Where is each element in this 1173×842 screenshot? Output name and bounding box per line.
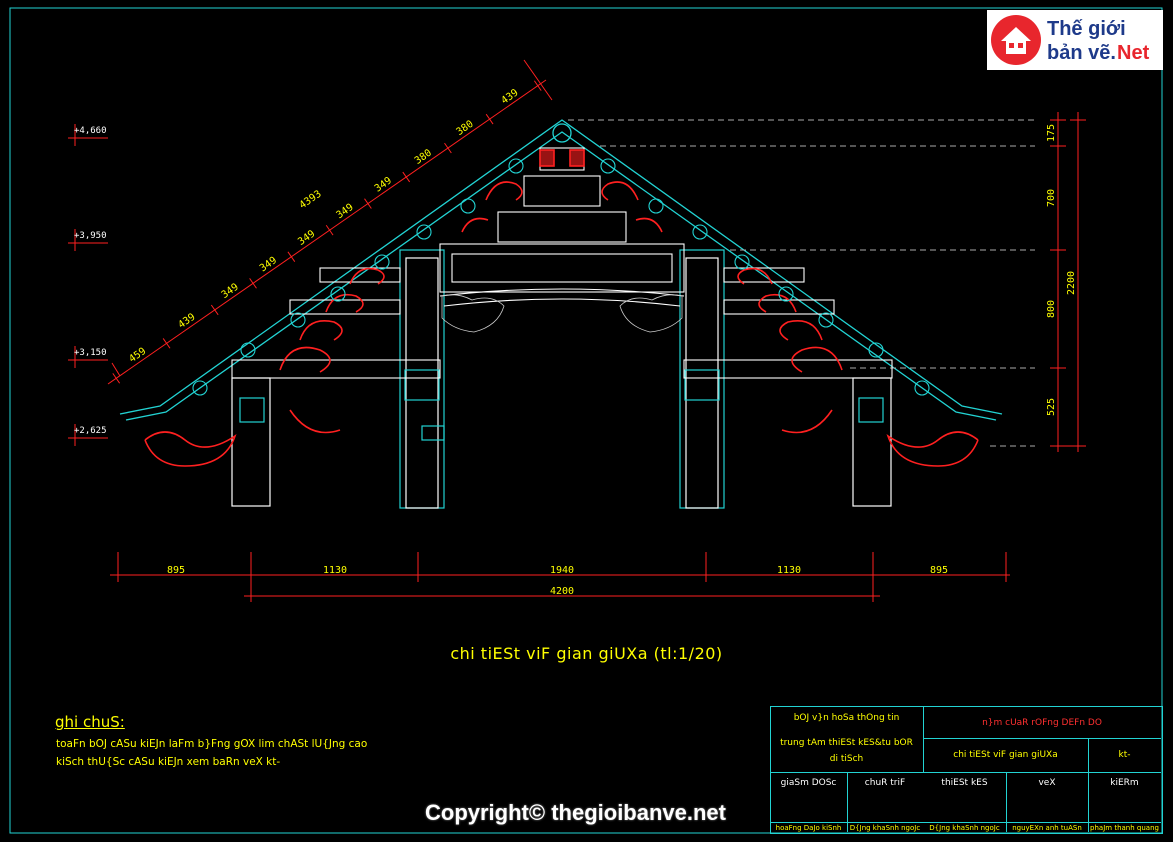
rafter-dimension xyxy=(107,59,553,385)
rafter-tick xyxy=(444,142,452,154)
dim-vert-4: 525 xyxy=(1046,398,1057,416)
rafter-tick xyxy=(402,171,411,183)
rafter-dim-label: 380 xyxy=(413,148,434,167)
rafter-dim-label: 459 xyxy=(127,346,148,365)
brand-logo: Thế giới bản vẽ. Net xyxy=(987,10,1163,70)
carvings xyxy=(144,149,979,467)
tb-sheet-name: chi tiESt viF gian giUXa xyxy=(953,750,1058,760)
roof-outline xyxy=(119,119,1003,421)
level-label-2: +3,950 xyxy=(74,231,107,241)
tb-n-draw: nguyEXn anh tuASn xyxy=(1012,824,1082,832)
rafter-tick xyxy=(485,113,494,125)
tb-h-check: kiERm xyxy=(1110,778,1139,788)
rafter-dim-label: 439 xyxy=(499,87,520,106)
bracket-carvings xyxy=(441,294,683,333)
logo-text-3: Net xyxy=(1117,42,1150,64)
tb-n-lead: D{Jng khaSnh ngoJc xyxy=(849,824,921,832)
house-icon xyxy=(991,15,1041,65)
tb-h-draw: veX xyxy=(1038,778,1056,788)
rafter-tick xyxy=(112,373,121,384)
logo-text-1: Thế giới xyxy=(1047,18,1126,40)
dim-vert-3: 800 xyxy=(1046,300,1057,318)
purlins xyxy=(192,158,930,396)
dim-bottom-2: 1130 xyxy=(323,565,347,576)
tb-h-lead: chuR triF xyxy=(864,778,906,788)
logo-text-2: bản vẽ. xyxy=(1047,42,1116,64)
notes-heading: ghi chuS: xyxy=(55,713,125,731)
dim-vert-total: 2200 xyxy=(1066,271,1077,295)
rafter-tick xyxy=(287,251,296,262)
dim-bottom-4: 1130 xyxy=(777,565,801,576)
level-guides xyxy=(568,119,1035,447)
rafter-dim-label: 349 xyxy=(335,202,356,221)
truss-beams xyxy=(231,147,893,379)
rafter-labels: 459 439 349 349 349 349 349 380 380 439 xyxy=(127,87,520,365)
rafter-tick xyxy=(210,304,219,316)
posts xyxy=(231,249,892,509)
dim-rafter-total: 4393 xyxy=(298,189,324,212)
dim-bottom-3: 1940 xyxy=(550,565,574,576)
rafter-tick xyxy=(364,198,372,209)
tb-h-design: thiESt kES xyxy=(941,778,988,788)
level-label-4: +2,625 xyxy=(74,426,107,436)
rafter-dim-label: 439 xyxy=(176,312,197,331)
tb-n-check: phaJm thanh quang xyxy=(1090,824,1159,832)
note-line-1: toaFn bOJ cASu kiEJn laFm b}Fng gOX lim … xyxy=(56,738,368,750)
rafter-dim-label: 349 xyxy=(220,282,241,301)
level-label-1: +4,660 xyxy=(74,126,107,136)
rafter-tick xyxy=(162,338,171,349)
rafter-tick xyxy=(533,80,542,91)
dim-bottom-5: 895 xyxy=(930,565,948,576)
rafter-dim-label: 349 xyxy=(373,175,394,194)
tb-sheet-code: kt- xyxy=(1118,750,1131,760)
sheet-frame xyxy=(9,7,1163,834)
vertical-dimension xyxy=(1050,112,1086,452)
tb-org-2: trung tAm thiESt kES&tu bOR xyxy=(780,738,913,748)
dim-vert-1: 175 xyxy=(1046,124,1057,142)
rafter-tick xyxy=(249,278,257,289)
dim-bottom-1: 895 xyxy=(167,565,185,576)
level-markers xyxy=(68,124,108,446)
dim-bottom-total: 4200 xyxy=(550,586,574,597)
rafter-dim-label: 380 xyxy=(455,119,476,138)
note-line-2: kiSch thU{Sc cASu kiEJn xem baRn veX kt- xyxy=(56,756,281,768)
rafter-ticks xyxy=(112,80,542,384)
copyright-watermark: Copyright© thegioibanve.net xyxy=(425,800,726,825)
drawing-title: chi tiESt viF gian giUXa (tl:1/20) xyxy=(450,644,723,663)
tb-org-3: di tiSch xyxy=(829,754,864,764)
dim-vert-2: 700 xyxy=(1046,189,1057,207)
tb-org-1: bOJ v}n hoSa thOng tin xyxy=(793,713,900,723)
tb-n-director: hoaFng DaJo kiSnh xyxy=(775,824,842,832)
bottom-dimension xyxy=(110,552,1010,602)
rafter-tick xyxy=(325,224,334,236)
tb-n-design: D{Jng khaSnh ngoJc xyxy=(929,824,1000,832)
tb-project: n}m cUaR rOFng DEFn DO xyxy=(982,718,1102,728)
rafter-dim-label: 349 xyxy=(258,255,279,274)
rafter-dim-label: 349 xyxy=(296,228,317,247)
tb-h-director: giaSm DOSc xyxy=(780,778,837,788)
level-label-3: +3,150 xyxy=(74,348,107,358)
